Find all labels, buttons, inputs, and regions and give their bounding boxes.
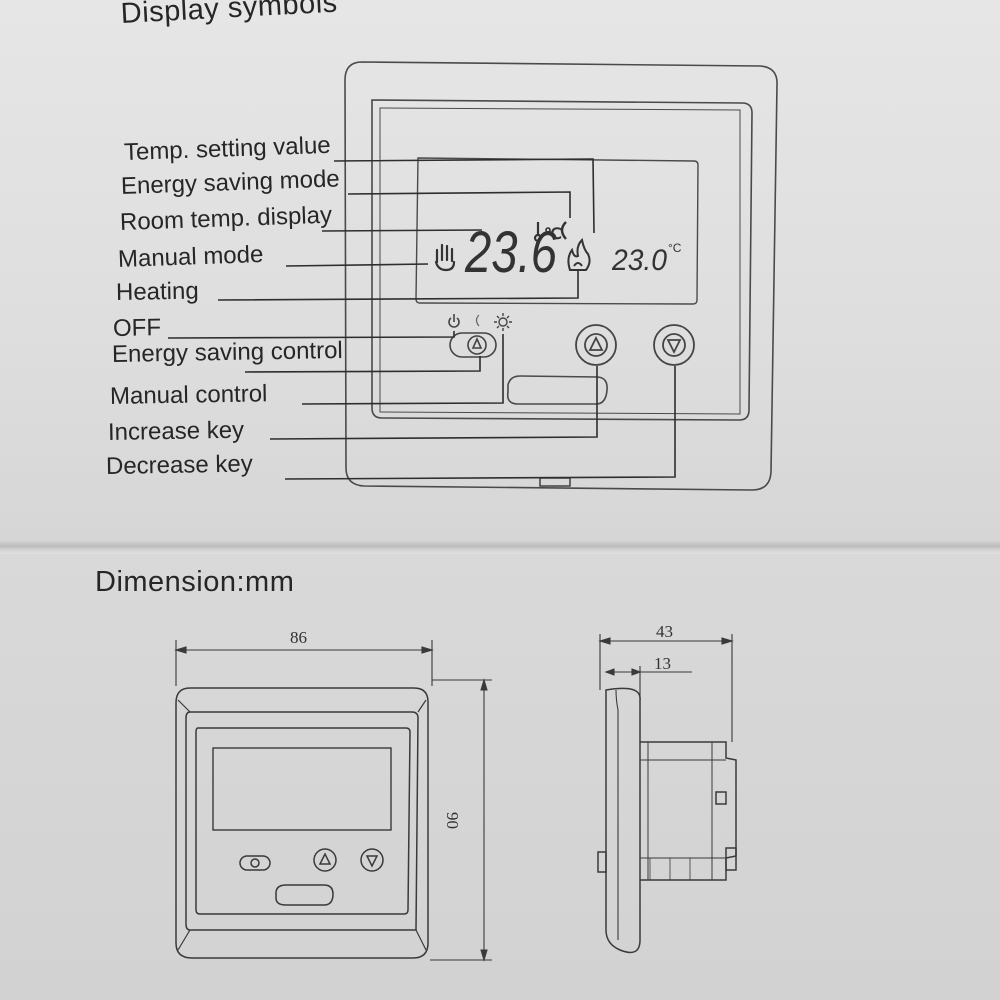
leader-decrease bbox=[284, 366, 676, 480]
lcd-content: 23.6 23.0 °C ℃ bbox=[464, 220, 682, 285]
leader-energy-control bbox=[244, 356, 481, 373]
leader-lines bbox=[167, 158, 676, 480]
dimension-title: Dimension:mm bbox=[95, 566, 295, 598]
leader-energy-mode bbox=[347, 191, 571, 218]
inner-frame bbox=[371, 99, 753, 421]
front-dimension-lines bbox=[174, 640, 492, 962]
sun-icon bbox=[494, 313, 512, 331]
outer-frame bbox=[344, 61, 778, 491]
increase-button[interactable] bbox=[575, 324, 617, 366]
front-panel bbox=[195, 727, 411, 915]
frame-notch bbox=[539, 477, 571, 487]
upper-sheet bbox=[0, 0, 1000, 548]
power-icon bbox=[448, 314, 460, 328]
side-front-plate bbox=[605, 687, 641, 954]
moon-icon bbox=[560, 221, 567, 240]
lower-sheet bbox=[0, 552, 1000, 1000]
lcd-set-unit: °C bbox=[668, 241, 682, 255]
thermostat-front-view bbox=[344, 61, 778, 491]
dimension-width: 86 bbox=[290, 628, 307, 647]
front-outer-frame bbox=[175, 687, 429, 959]
leader-off bbox=[167, 331, 455, 339]
hand-icon bbox=[434, 243, 456, 272]
side-body bbox=[640, 741, 737, 881]
side-dimension-lines bbox=[598, 634, 734, 742]
leader-increase bbox=[269, 366, 598, 440]
paper-fold bbox=[0, 540, 1000, 554]
lcd-set-temp: 23.0 bbox=[611, 244, 667, 277]
front-lcd bbox=[212, 747, 392, 831]
leader-temp-setting bbox=[333, 158, 595, 234]
mode-switch[interactable] bbox=[449, 332, 497, 358]
thermometer-icon bbox=[533, 222, 543, 243]
moon-small-icon bbox=[475, 314, 480, 327]
lcd-room-temp: 23.6 bbox=[464, 220, 557, 285]
dimension-depth: 43 bbox=[656, 622, 673, 641]
inner-frame-line bbox=[379, 107, 741, 415]
bottom-slot bbox=[506, 375, 608, 405]
leader-room-temp bbox=[321, 229, 483, 232]
leader-manual-mode bbox=[285, 263, 429, 267]
decrease-button[interactable] bbox=[653, 324, 695, 366]
dimension-height: 90 bbox=[443, 812, 462, 829]
lcd-small-unit: ℃ bbox=[544, 226, 562, 243]
leader-heating bbox=[217, 270, 579, 301]
front-mid-frame bbox=[185, 711, 419, 931]
side-view-drawing bbox=[597, 687, 737, 954]
front-view-drawing bbox=[175, 687, 429, 959]
front-slot bbox=[275, 884, 334, 906]
leader-manual-control bbox=[301, 334, 504, 405]
lcd-window bbox=[415, 157, 699, 305]
front-mode-switch bbox=[239, 855, 271, 871]
dimension-front: 13 bbox=[654, 654, 671, 673]
flame-icon bbox=[567, 237, 591, 271]
